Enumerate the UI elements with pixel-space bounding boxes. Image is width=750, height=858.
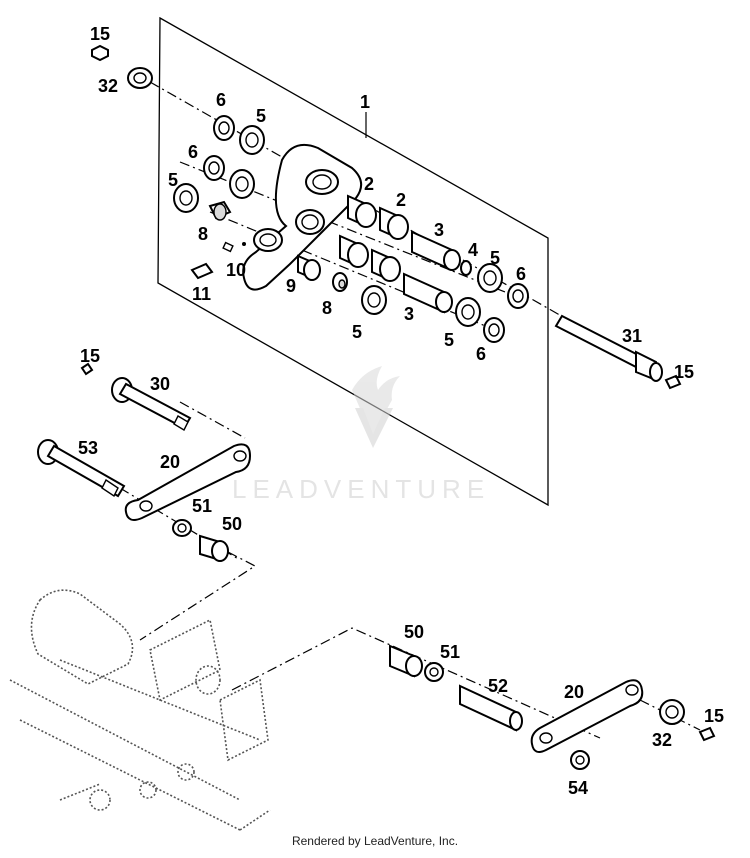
callout-labels: 1 2 2 3 3 4 5 5 5 5 5 6 6 6 6 8 8 9 10 1… (78, 24, 724, 798)
callout-20: 20 (564, 682, 584, 702)
callout-9: 9 (286, 276, 296, 296)
callout-5: 5 (490, 248, 500, 268)
callout-5: 5 (352, 322, 362, 342)
callout-50: 50 (222, 514, 242, 534)
callout-6: 6 (476, 344, 486, 364)
bolt-53 (37, 439, 126, 498)
callout-5: 5 (168, 170, 178, 190)
callout-5: 5 (256, 106, 266, 126)
callout-6: 6 (216, 90, 226, 110)
assembly-panel (157, 16, 549, 507)
callout-50: 50 (404, 622, 424, 642)
callout-2: 2 (364, 174, 374, 194)
callout-15: 15 (80, 346, 100, 366)
top-left-fasteners (91, 44, 153, 89)
callout-15: 15 (704, 706, 724, 726)
callout-6: 6 (188, 142, 198, 162)
callout-30: 30 (150, 374, 170, 394)
watermark: LEADVENTURE (232, 366, 490, 504)
callout-15: 15 (674, 362, 694, 382)
bearings-and-sleeves (297, 194, 472, 315)
bolt-31 (554, 314, 682, 390)
callout-15: 15 (90, 24, 110, 44)
bolt-30 (80, 362, 192, 431)
callout-52: 52 (488, 676, 508, 696)
left-seals (173, 115, 265, 280)
callout-2: 2 (396, 190, 406, 210)
callout-32: 32 (98, 76, 118, 96)
pull-rod-upper (124, 443, 252, 521)
footer-credit: Rendered by LeadVenture, Inc. (291, 834, 459, 848)
pivot-lever (242, 144, 363, 291)
callout-3: 3 (404, 304, 414, 324)
callout-1: 1 (360, 92, 370, 112)
callout-10: 10 (226, 260, 246, 280)
callout-3: 3 (434, 220, 444, 240)
upper-bushing-set (172, 519, 229, 562)
callout-54: 54 (568, 778, 588, 798)
callout-20: 20 (160, 452, 180, 472)
callout-8: 8 (322, 298, 332, 318)
lower-bushing-set (389, 644, 523, 732)
watermark-text: LEADVENTURE (232, 474, 490, 504)
callout-8: 8 (198, 224, 208, 244)
callout-51: 51 (192, 496, 212, 516)
callout-6: 6 (516, 264, 526, 284)
callout-51: 51 (440, 642, 460, 662)
callout-53: 53 (78, 438, 98, 458)
callout-32: 32 (652, 730, 672, 750)
callout-4: 4 (468, 240, 478, 260)
swingarm-frame (9, 589, 271, 831)
lower-right-fasteners (570, 699, 716, 770)
callout-5: 5 (444, 330, 454, 350)
callout-11: 11 (192, 284, 211, 304)
pull-rod-lower (530, 679, 644, 753)
right-seals (455, 263, 529, 343)
callout-31: 31 (622, 326, 642, 346)
